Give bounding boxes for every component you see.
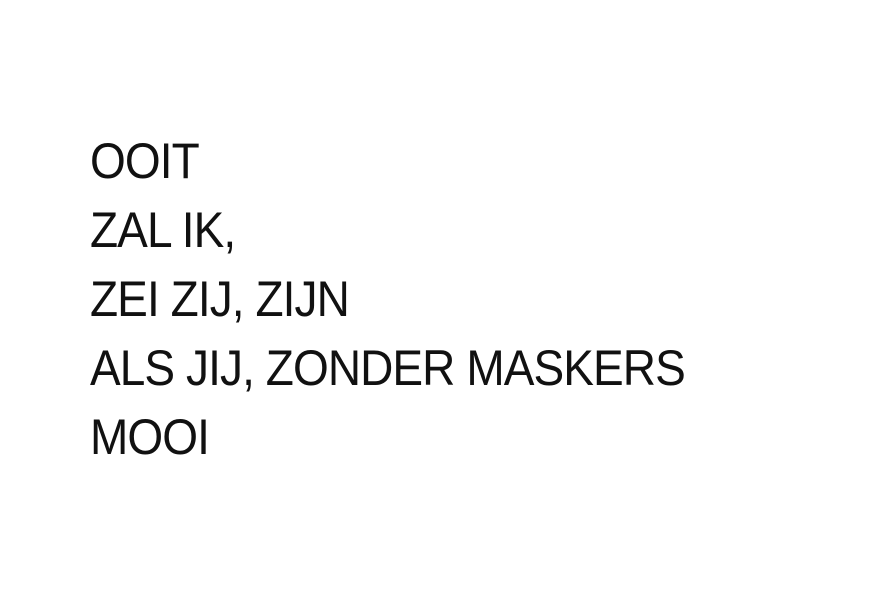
poem-line: ZAL IK,: [90, 202, 236, 258]
poem-line: ALS JIJ, ZONDER MASKERS: [90, 340, 686, 396]
poem-line: ZEI ZIJ, ZIJN: [90, 271, 350, 327]
poem-line: OOIT: [90, 133, 200, 189]
poem-text: OOIT ZAL IK, ZEI ZIJ, ZIJN ALS JIJ, ZOND…: [90, 127, 737, 472]
poem-line: MOOI: [90, 409, 210, 465]
